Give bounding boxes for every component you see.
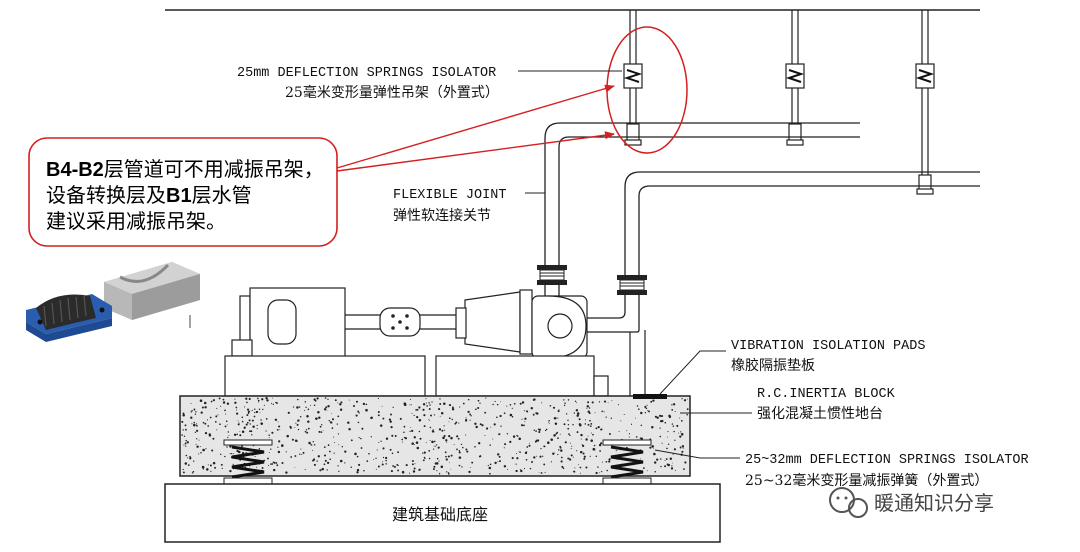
upper-pipe bbox=[544, 122, 860, 265]
base-label: 建筑基础底座 bbox=[392, 505, 488, 524]
motor bbox=[231, 287, 346, 363]
spring-hanger-1 bbox=[623, 63, 643, 89]
highlight-ellipse bbox=[606, 26, 688, 154]
spring-label-en: 25~32mm DEFLECTION SPRINGS ISOLATOR bbox=[745, 453, 1029, 468]
block-label-en: R.C.INERTIA BLOCK bbox=[757, 387, 896, 402]
pump bbox=[455, 289, 588, 371]
pipe-clamps bbox=[624, 123, 934, 195]
pads-label-cn: 橡胶隔振垫板 bbox=[731, 357, 815, 374]
callout-line-2: 设备转换层及B1层水管 bbox=[46, 184, 252, 207]
blue-isolation-pad-photo bbox=[26, 294, 112, 342]
flex-label-en: FLEXIBLE JOINT bbox=[393, 188, 506, 203]
pads-label-en: VIBRATION ISOLATION PADS bbox=[731, 339, 925, 354]
callout-line-1: B4-B2层管道可不用减振吊架， bbox=[46, 158, 324, 181]
callout-line-3: 建议采用减振吊架。 bbox=[46, 210, 226, 233]
foundation-base bbox=[164, 483, 721, 543]
lower-pipe bbox=[624, 171, 980, 275]
spring-hanger-2 bbox=[785, 63, 805, 89]
hanger-label-en: 25mm DEFLECTION SPRINGS ISOLATOR bbox=[237, 66, 496, 81]
coupling bbox=[345, 307, 456, 337]
spring-hanger-3 bbox=[915, 63, 935, 89]
equipment-bases bbox=[224, 355, 609, 397]
flexible-joint-1 bbox=[537, 265, 567, 285]
flexible-joint-2 bbox=[617, 275, 647, 295]
flex-label-cn: 弹性软连接关节 bbox=[393, 207, 491, 224]
hanger-label-cn: 25毫米变形量弹性吊架（外置式） bbox=[285, 84, 499, 101]
callout-bold-b4b2: B4-B2 bbox=[46, 159, 104, 181]
red-arrow-1 bbox=[336, 84, 615, 169]
red-arrow-2 bbox=[336, 131, 615, 172]
callout-box bbox=[28, 137, 338, 247]
watermark-text: 暖通知识分享 bbox=[874, 492, 994, 515]
spring-isolator-left bbox=[223, 439, 273, 485]
wechat-watermark: 暖通知识分享 bbox=[829, 487, 994, 518]
spring-label-cn: 25~32毫米变形量减振弹簧（外置式） bbox=[745, 472, 988, 489]
block-label-cn: 强化混凝土惯性地台 bbox=[757, 405, 883, 422]
vibration-pad bbox=[633, 394, 667, 399]
grey-isolation-pad-photo bbox=[104, 262, 200, 320]
hanger-rods bbox=[629, 10, 929, 176]
